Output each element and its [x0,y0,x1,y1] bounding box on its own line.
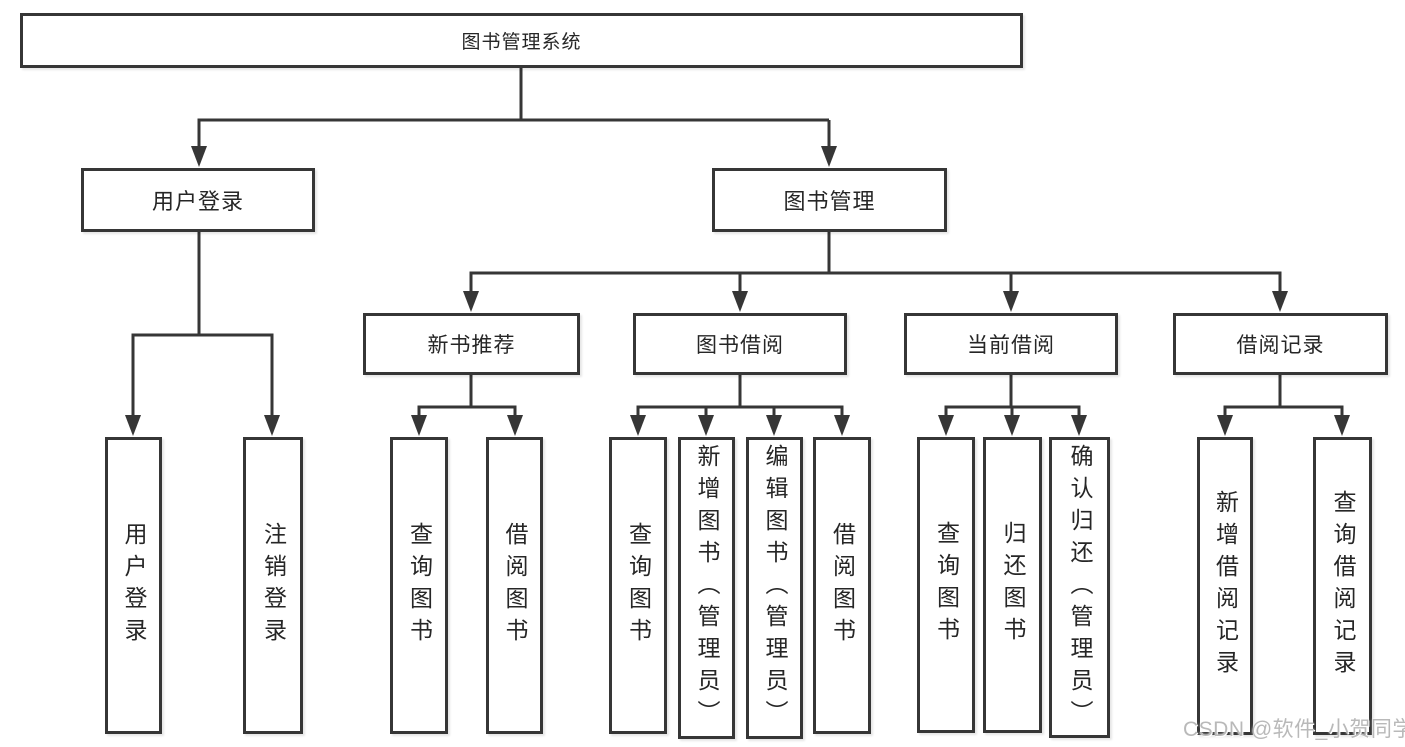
leaf-logout: 注销登录 [243,437,303,734]
node-book-borrowing: 图书借阅 [633,313,847,375]
leaf-add-books-admin: 新增图书（管理员） [678,437,735,739]
leaf-confirm-return-admin: 确认归还（管理员） [1049,437,1110,738]
leaf-query-borrow-record: 查询借阅记录 [1313,437,1372,735]
leaf-query-books-borrowing: 查询图书 [609,437,667,734]
node-user-login: 用户登录 [81,168,315,232]
leaf-query-books-recommend: 查询图书 [390,437,448,734]
leaf-user-login: 用户登录 [105,437,162,734]
leaf-edit-books-admin: 编辑图书（管理员） [746,437,803,739]
node-current-borrowing: 当前借阅 [904,313,1118,375]
node-borrowing-records: 借阅记录 [1173,313,1388,375]
leaf-borrow-books-recommend: 借阅图书 [486,437,543,734]
node-library-management-system: 图书管理系统 [20,13,1023,68]
csdn-watermark: CSDN @软件_小贺同学 [1183,718,1405,741]
node-book-management: 图书管理 [712,168,947,232]
leaf-borrow-books-borrowing: 借阅图书 [813,437,871,734]
leaf-return-books: 归还图书 [983,437,1042,733]
leaf-query-books-current: 查询图书 [917,437,975,733]
leaf-add-borrow-record: 新增借阅记录 [1197,437,1253,735]
node-new-book-recommend: 新书推荐 [363,313,580,375]
